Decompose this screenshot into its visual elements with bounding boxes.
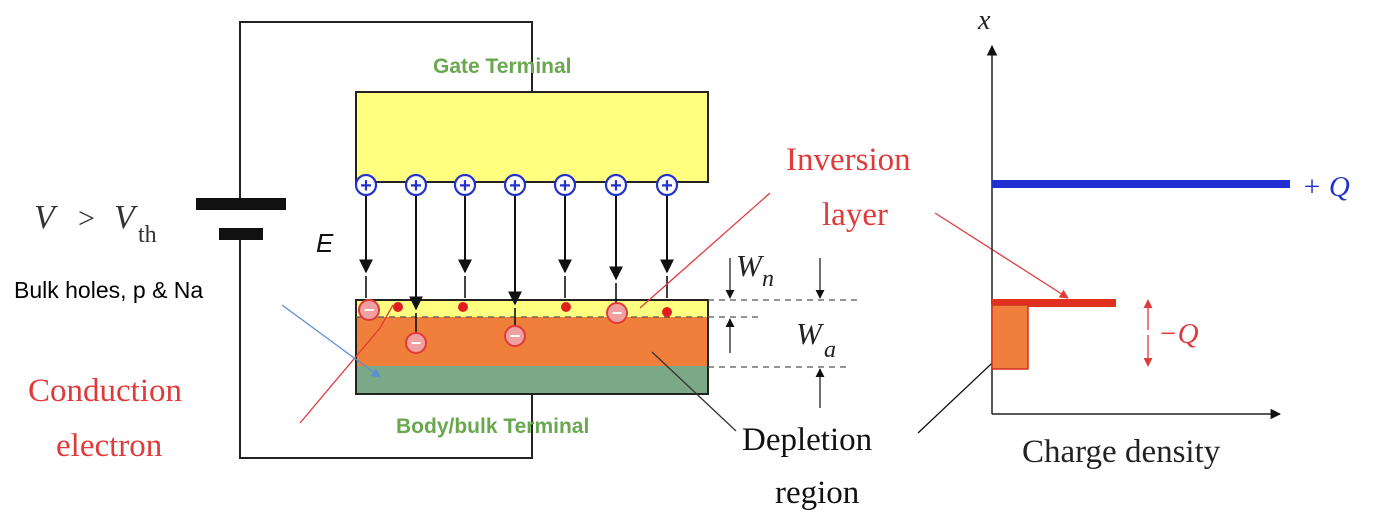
wa-label: W a xyxy=(796,316,836,363)
conduction-label-line1: Conduction xyxy=(28,373,182,409)
dimension-guides xyxy=(356,299,860,368)
negative-charge-icon: − xyxy=(504,325,526,347)
inversion-charge-bar xyxy=(992,299,1116,307)
positive-charge-icon: + xyxy=(604,173,628,197)
positive-charges: + + + + + + + xyxy=(354,173,679,197)
inversion-label-line1: Inversion xyxy=(786,142,911,178)
voltage-vth: V xyxy=(114,199,139,236)
conduction-pointer-line xyxy=(299,304,394,424)
negative-charge-icon: − xyxy=(606,302,628,324)
svg-text:+: + xyxy=(661,175,673,197)
circuit-wires xyxy=(239,21,533,459)
positive-charge-icon: + xyxy=(404,173,428,197)
positive-charge-icon: + xyxy=(655,173,679,197)
inversion-to-graph-arrow xyxy=(934,212,1069,299)
semiconductor-outline xyxy=(355,299,709,395)
bulk-region xyxy=(356,366,708,394)
depletion-charge-block xyxy=(991,304,1029,370)
positive-charge-icon: + xyxy=(503,173,527,197)
inversion-layer-label: Inversion layer xyxy=(786,142,911,233)
conduction-label-line2: electron xyxy=(56,428,162,464)
inversion-pointer-line xyxy=(639,192,771,309)
inversion-electrons xyxy=(393,302,672,317)
wn-subscript: n xyxy=(762,266,774,292)
wn-base: W xyxy=(736,248,765,283)
electric-field-lines xyxy=(359,196,674,335)
wa-subscript: a xyxy=(824,337,836,363)
positive-charge-icon: + xyxy=(553,173,577,197)
electric-field-label: E xyxy=(316,228,334,258)
depletion-region-label: Depletion region xyxy=(742,422,872,511)
plus-q-label: + Q xyxy=(1302,171,1350,203)
wn-label: W n xyxy=(736,248,774,292)
inversion-layer-region xyxy=(356,300,708,317)
svg-text:+: + xyxy=(559,175,571,197)
electron-dot xyxy=(458,302,468,312)
electron-dot xyxy=(662,307,672,317)
bulk-holes-pointer-arrow xyxy=(281,304,381,378)
conduction-electron-label: Conduction electron xyxy=(28,373,182,464)
graph-charge-density-label: Charge density xyxy=(1022,434,1221,470)
svg-text:+: + xyxy=(610,175,622,197)
depletion-label-line1: Depletion xyxy=(742,422,872,458)
gate-electrode xyxy=(355,91,709,183)
voltage-gt: > xyxy=(78,202,95,235)
electron-dot xyxy=(393,302,403,312)
electron-dot xyxy=(561,302,571,312)
graph-x-axis-label: x xyxy=(977,5,991,36)
gate-terminal-label: Gate Terminal xyxy=(433,55,572,78)
negative-charge-icon: − xyxy=(358,299,380,321)
width-arrows xyxy=(725,258,825,408)
negative-charge-icon: − xyxy=(405,332,427,354)
positive-charge-line xyxy=(992,180,1290,188)
svg-text:−: − xyxy=(364,300,375,320)
svg-text:+: + xyxy=(509,175,521,197)
svg-text:+: + xyxy=(410,175,422,197)
voltage-vth-subscript: th xyxy=(138,222,157,248)
negative-charges: − − − − xyxy=(358,299,628,354)
svg-text:+: + xyxy=(459,175,471,197)
svg-text:−: − xyxy=(411,333,422,353)
wa-base: W xyxy=(796,316,825,351)
positive-charge-icon: + xyxy=(354,173,378,197)
body-terminal-label: Body/bulk Terminal xyxy=(396,415,589,438)
inversion-label-line2: layer xyxy=(822,197,888,233)
depletion-pointer-line xyxy=(651,351,737,432)
bulk-holes-label: Bulk holes, p & Na xyxy=(14,277,203,303)
svg-text:+: + xyxy=(360,175,372,197)
voltage-label: V > V th xyxy=(34,199,157,248)
depletion-label-line2: region xyxy=(775,475,859,511)
minus-q-label: −Q xyxy=(1158,318,1199,350)
svg-text:−: − xyxy=(612,303,623,323)
svg-text:−: − xyxy=(510,326,521,346)
voltage-v: V xyxy=(34,199,59,236)
positive-charge-icon: + xyxy=(453,173,477,197)
charge-density-graph: x Charge density + Q −Q xyxy=(977,5,1350,470)
battery-icon xyxy=(196,198,286,240)
